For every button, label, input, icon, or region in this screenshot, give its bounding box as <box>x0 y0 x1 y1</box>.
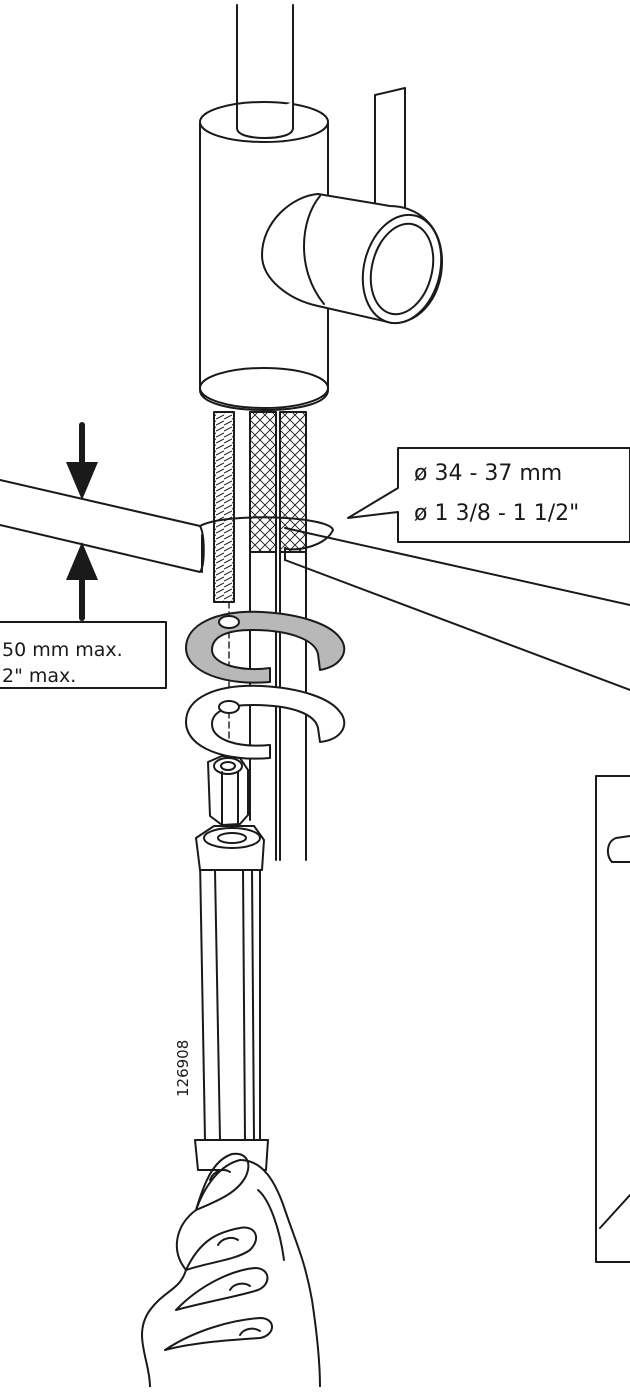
hole-diameter-callout <box>347 447 630 543</box>
side-panel-frame <box>595 775 630 1263</box>
mixer-lever <box>261 87 443 325</box>
hand <box>141 1152 321 1388</box>
worktop <box>0 479 630 691</box>
c-washer-upper <box>185 610 346 684</box>
worktop-thickness-callout <box>0 621 167 689</box>
hole-diameter-imperial: ø 1 3/8 - 1 1/2" <box>414 501 579 526</box>
socket-wrench <box>194 825 269 1171</box>
article-number: 126908 <box>174 1040 192 1097</box>
thickness-metric: 50 mm max. <box>2 639 123 661</box>
hole-diameter-metric: ø 34 - 37 mm <box>414 461 562 486</box>
thickness-imperial: 2" max. <box>2 665 76 687</box>
c-washer-lower <box>185 684 346 760</box>
thickness-arrows <box>66 422 98 621</box>
hex-nut <box>207 755 249 826</box>
